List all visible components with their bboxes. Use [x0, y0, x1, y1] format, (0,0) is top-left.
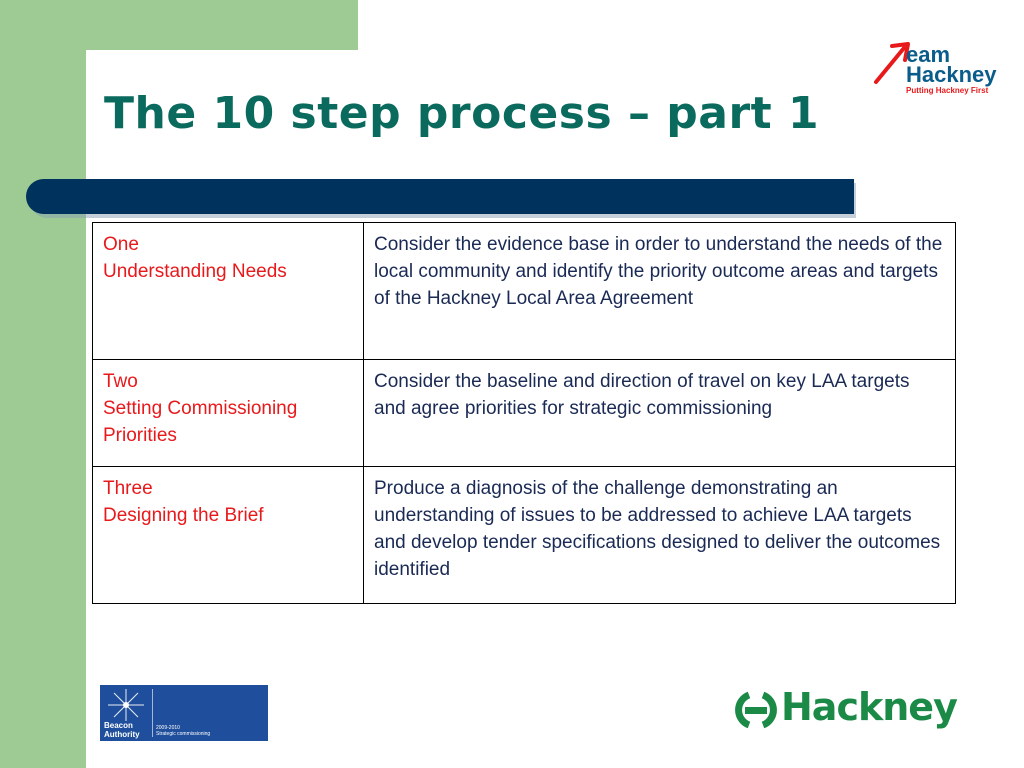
team-arrow-icon — [874, 42, 910, 84]
step-name: Understanding Needs — [103, 261, 287, 282]
steps-table: One Understanding Needs Consider the evi… — [92, 222, 956, 604]
beacon-theme: Strategic commissioning — [156, 731, 211, 737]
beacon-authority-logo: Beacon Authority 2009-2010 Strategic com… — [100, 685, 268, 741]
beacon-name: Beacon Authority — [104, 721, 140, 739]
step-number: Two — [103, 371, 138, 392]
step-label-cell: Three Designing the Brief — [92, 466, 364, 604]
team-hackney-logo: eam Hackney Putting Hackney First — [872, 42, 1000, 98]
team-logo-word-2: Hackney — [906, 62, 997, 87]
step-description: Produce a diagnosis of the challenge dem… — [363, 466, 956, 604]
top-band — [0, 0, 358, 50]
beacon-year: 2009-2010 — [156, 725, 180, 731]
step-number: One — [103, 234, 139, 255]
accent-bar — [26, 179, 854, 214]
team-logo-word-1: eam — [906, 42, 951, 67]
table-row: Three Designing the Brief Produce a diag… — [92, 466, 956, 604]
star-icon — [108, 689, 144, 721]
slide-title: The 10 step process – part 1 — [104, 88, 820, 139]
table-row: Two Setting Commissioning Priorities Con… — [92, 359, 956, 467]
step-description: Consider the evidence base in order to u… — [363, 222, 956, 360]
hackney-wordmark: Hackney — [781, 685, 958, 729]
side-band — [0, 0, 86, 768]
step-name: Setting Commissioning Priorities — [103, 398, 298, 446]
hackney-logo: Hackney — [735, 685, 985, 737]
step-description: Consider the baseline and direction of t… — [363, 359, 956, 467]
table-row: One Understanding Needs Consider the evi… — [92, 222, 956, 360]
beacon-divider — [152, 689, 153, 737]
team-logo-tagline: Putting Hackney First — [906, 86, 989, 95]
step-label-cell: Two Setting Commissioning Priorities — [92, 359, 364, 467]
hackney-mark-icon — [735, 691, 777, 729]
step-label-cell: One Understanding Needs — [92, 222, 364, 360]
step-name: Designing the Brief — [103, 505, 264, 526]
step-number: Three — [103, 478, 153, 499]
